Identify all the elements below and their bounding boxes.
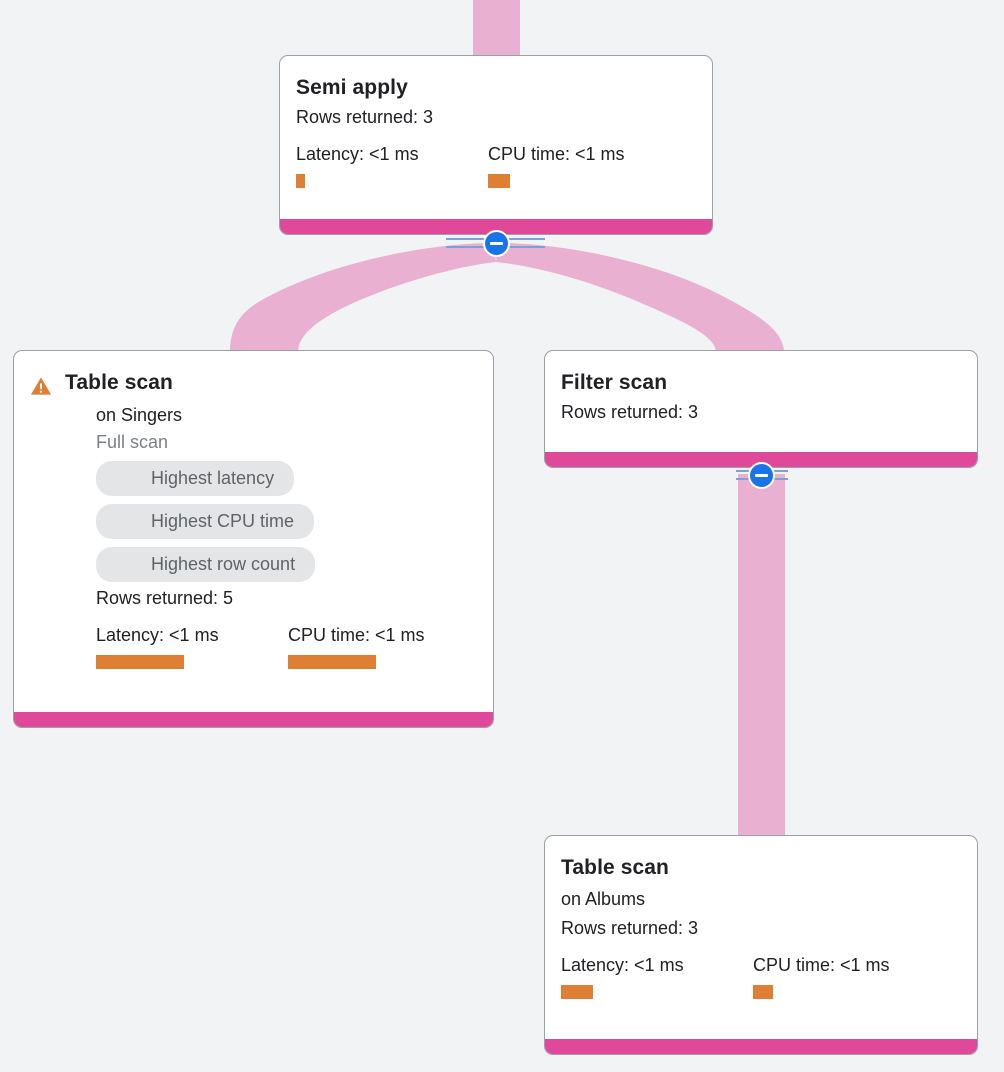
metric-latency-label: Latency: <1 ms — [561, 955, 684, 975]
metric-latency-label: Latency: <1 ms — [296, 144, 419, 164]
node-semi-apply-accent-bar — [280, 219, 712, 234]
metric-cpu-time: CPU time: <1 ms — [753, 954, 890, 999]
metric-cpu-time: CPU time: <1 ms — [288, 624, 425, 669]
node-table-scan-albums[interactable]: Table scan on Albums Rows returned: 3 La… — [544, 835, 978, 1055]
node-semi-apply[interactable]: Semi apply Rows returned: 3 Latency: <1 … — [279, 55, 713, 235]
node-filter-scan-body: Filter scan Rows returned: 3 — [545, 351, 977, 452]
metric-latency: Latency: <1 ms — [296, 143, 488, 188]
node-table-scan-albums-accent-bar — [545, 1039, 977, 1054]
metric-latency-bar — [561, 985, 593, 999]
edge-semi-apply-to-table-scan-singers — [230, 243, 496, 352]
chip-highest-cpu-time: Highest CPU time — [96, 504, 315, 539]
node-table-scan-singers-details: on Singers Full scan Highest latency Hig… — [30, 403, 477, 669]
metric-cpu-time-bar — [488, 174, 510, 188]
chip-highest-row-count: Highest row count — [96, 547, 316, 582]
metric-cpu-time: CPU time: <1 ms — [488, 143, 625, 188]
metric-cpu-time-label: CPU time: <1 ms — [488, 144, 625, 164]
edge-filter-scan-to-table-scan-albums — [738, 474, 785, 844]
node-filter-scan-rows-returned: Rows returned: 3 — [561, 402, 699, 422]
node-table-scan-albums-metrics: Latency: <1 ms CPU time: <1 ms — [561, 954, 961, 999]
node-table-scan-singers-chips: Highest latency Highest CPU time Highest… — [96, 461, 477, 582]
node-table-scan-singers-subtitle: on Singers — [96, 405, 183, 425]
node-semi-apply-body: Semi apply Rows returned: 3 Latency: <1 … — [280, 56, 712, 219]
metric-cpu-time-bar — [288, 655, 376, 669]
metric-cpu-time-label: CPU time: <1 ms — [753, 955, 890, 975]
node-table-scan-singers-metrics: Latency: <1 ms CPU time: <1 ms — [96, 624, 477, 669]
warning-triangle-icon — [30, 377, 52, 395]
metric-latency-label: Latency: <1 ms — [96, 625, 219, 645]
node-semi-apply-rows-returned: Rows returned: 3 — [296, 107, 434, 127]
node-filter-scan-accent-bar — [545, 452, 977, 467]
metric-latency-bar — [296, 174, 305, 188]
collapse-filter-scan-toggle[interactable] — [748, 462, 775, 489]
metric-cpu-time-label: CPU time: <1 ms — [288, 625, 425, 645]
edge-semi-apply-to-filter-scan — [496, 243, 784, 352]
metric-cpu-time-bar — [753, 985, 773, 999]
node-filter-scan-title: Filter scan — [561, 371, 668, 394]
node-table-scan-albums-subtitle: on Albums — [561, 889, 646, 909]
node-table-scan-albums-title: Table scan — [561, 856, 669, 879]
metric-latency: Latency: <1 ms — [96, 624, 288, 669]
collapse-semi-apply-toggle[interactable] — [483, 230, 510, 257]
node-table-scan-singers-title: Table scan — [65, 371, 173, 394]
node-table-scan-albums-body: Table scan on Albums Rows returned: 3 La… — [545, 836, 977, 1039]
node-table-scan-singers-scan-type: Full scan — [96, 432, 169, 452]
metric-latency: Latency: <1 ms — [561, 954, 753, 999]
node-table-scan-albums-rows-returned: Rows returned: 3 — [561, 918, 699, 938]
node-filter-scan[interactable]: Filter scan Rows returned: 3 — [544, 350, 978, 468]
node-table-scan-singers-body: Table scan on Singers Full scan Highest … — [14, 351, 493, 712]
node-table-scan-singers-rows-returned: Rows returned: 5 — [96, 588, 234, 608]
node-table-scan-singers-title-row: Table scan — [30, 369, 477, 397]
node-semi-apply-title: Semi apply — [296, 76, 408, 99]
metric-latency-bar — [96, 655, 184, 669]
node-filter-scan-title-row: Filter scan — [561, 369, 961, 396]
node-semi-apply-metrics: Latency: <1 ms CPU time: <1 ms — [296, 143, 696, 188]
node-table-scan-singers[interactable]: Table scan on Singers Full scan Highest … — [13, 350, 494, 728]
edge-root-to-semi-apply — [473, 0, 520, 56]
node-semi-apply-title-row: Semi apply — [296, 74, 696, 101]
node-table-scan-singers-accent-bar — [14, 712, 493, 727]
chip-highest-latency: Highest latency — [96, 461, 295, 496]
node-table-scan-albums-title-row: Table scan — [561, 854, 961, 881]
